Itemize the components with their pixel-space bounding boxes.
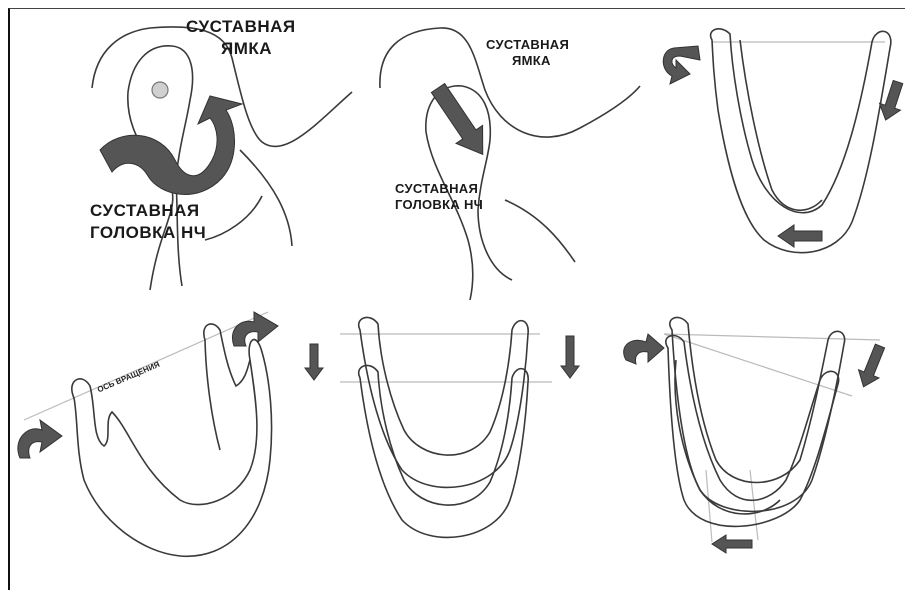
panel2-head-label-line1: СУСТАВНАЯ (395, 182, 478, 195)
down-arrow-left-5 (305, 344, 323, 380)
mandible-outline-4 (72, 340, 272, 557)
panel-3-mandible-protrusion (711, 29, 891, 253)
rotation-center-dot (152, 82, 168, 98)
curved-arrow-left-6 (624, 334, 664, 364)
panel-2-joint-translation (380, 28, 640, 300)
curved-arrow-left-4 (18, 420, 62, 458)
panel1-fossa-label-line1: СУСТАВНАЯ (186, 18, 296, 35)
mandible-upper-5 (359, 317, 529, 487)
panel2-fossa-label-line1: СУСТАВНАЯ (486, 38, 569, 51)
panel1-fossa-label-line2: ЯМКА (221, 40, 272, 57)
mandible-outline-3 (711, 29, 891, 253)
panel1-head-label-line1: СУСТАВНАЯ (90, 202, 200, 219)
panel-4-rotation-axis (24, 312, 272, 556)
panel2-fossa-label-line2: ЯМКА (512, 54, 551, 67)
rotation-arrow (100, 96, 242, 194)
down-arrow-right-6 (853, 342, 890, 391)
panel-5-mandible-opening (340, 317, 552, 537)
panel2-head-label-line2: ГОЛОВКА НЧ (395, 198, 483, 211)
down-arrow-right-5 (561, 336, 579, 378)
left-arrow-bottom-3 (778, 225, 822, 247)
curved-arrow-right-4 (232, 312, 278, 346)
panel-6-combined-movement (664, 317, 880, 542)
left-arrow-bottom-6 (712, 535, 752, 553)
curved-arrow-left-3 (663, 46, 700, 84)
panel1-head-label-line2: ГОЛОВКА НЧ (90, 224, 206, 241)
